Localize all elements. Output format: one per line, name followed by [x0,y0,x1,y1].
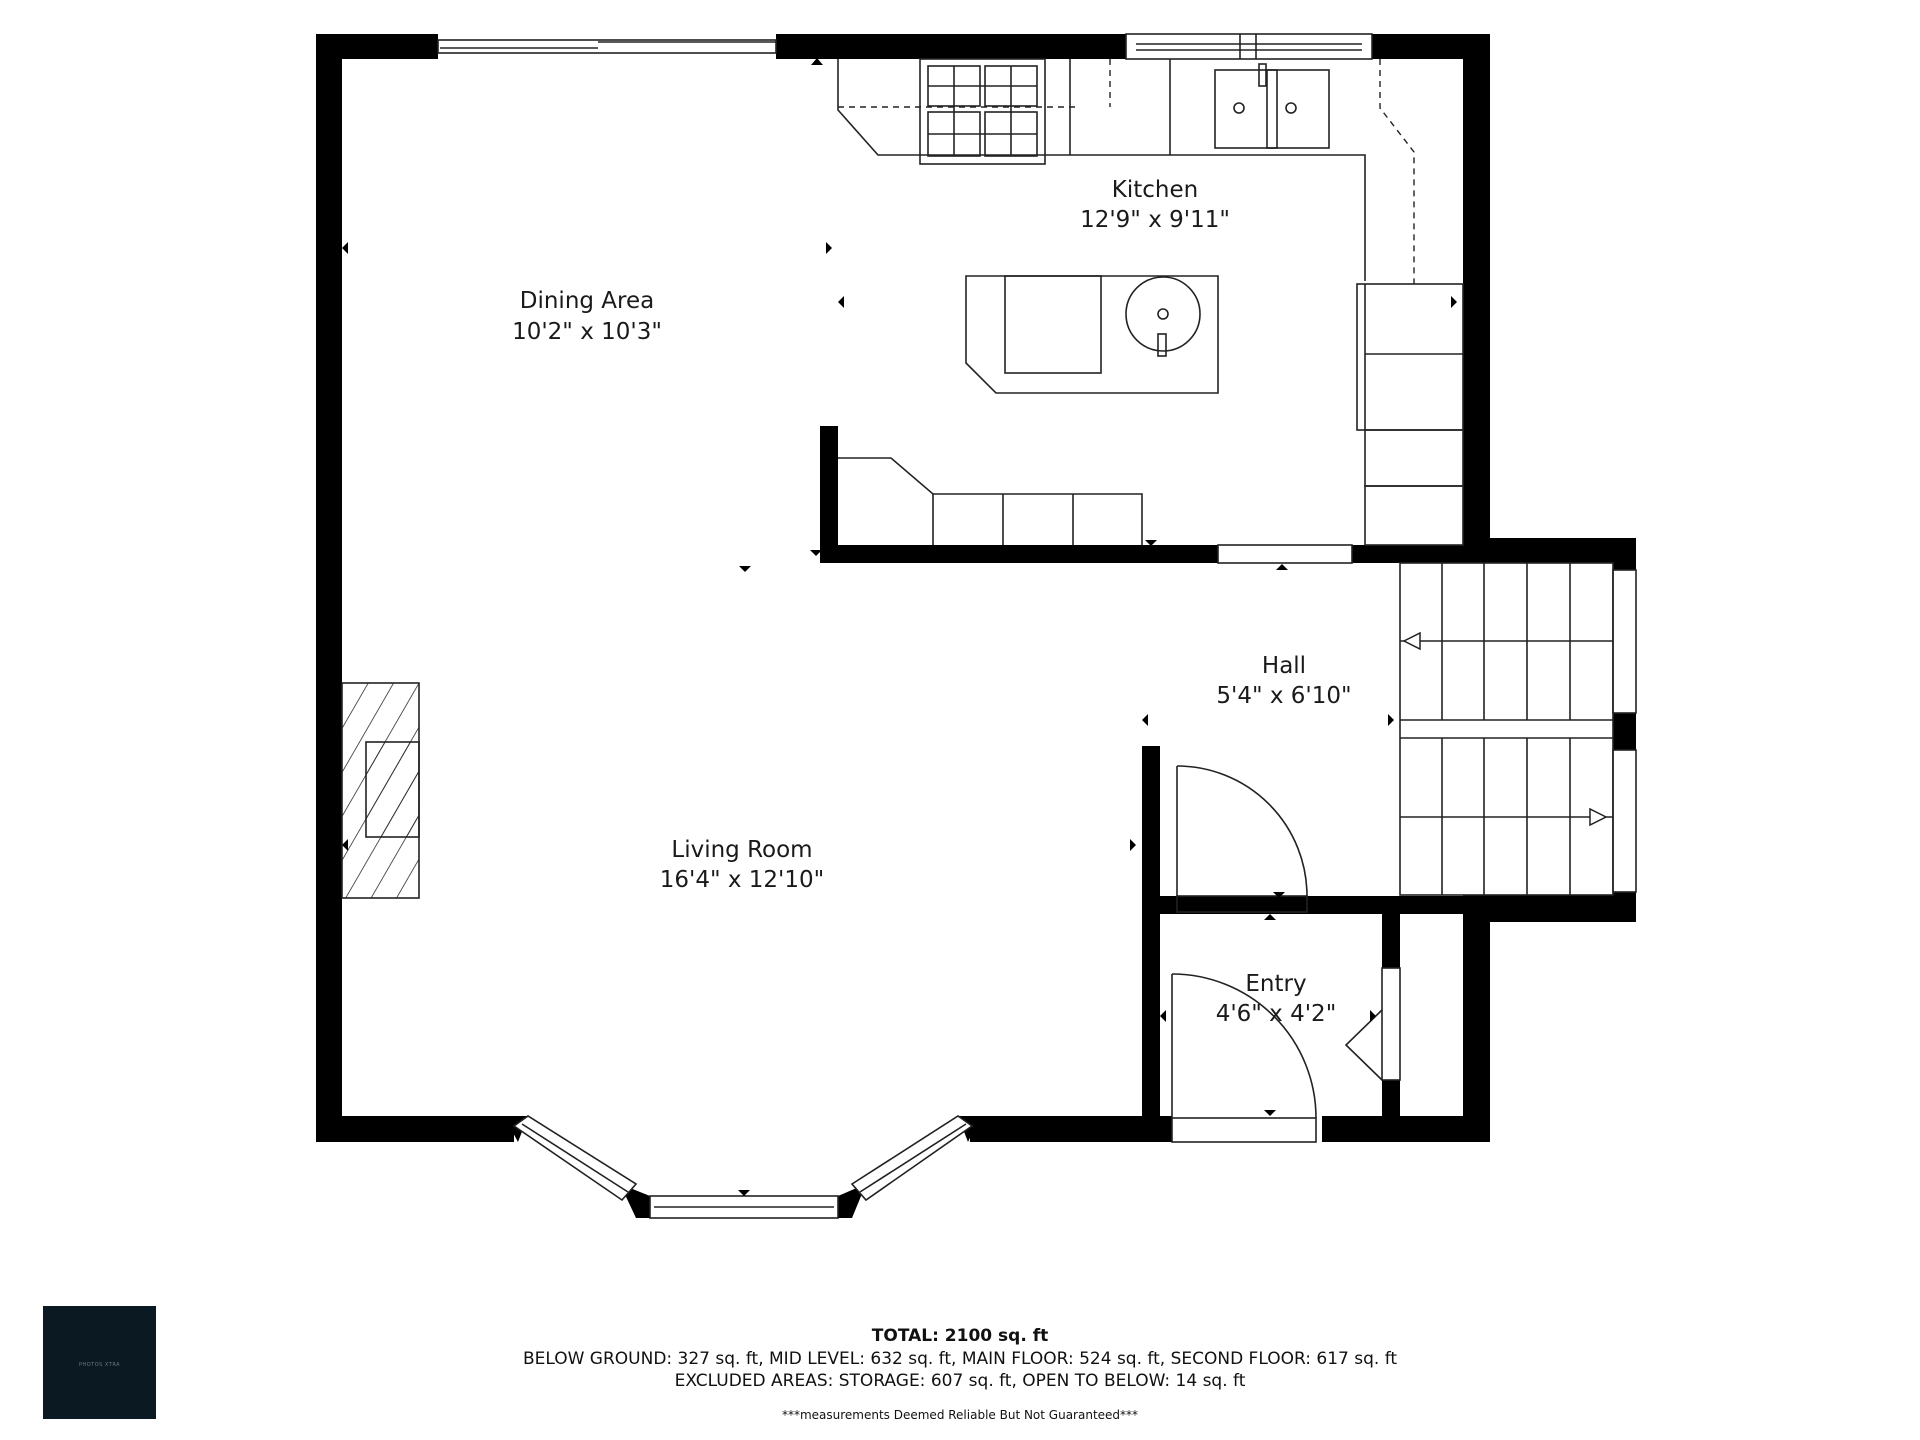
dimension-markers [342,58,1457,1196]
kitchen-size: 12'9" x 9'11" [1080,207,1230,233]
staircase [1399,562,1614,896]
interior-walls [820,426,1632,1142]
dining-label: Dining Area [520,288,655,314]
entry-closet-door [1344,1009,1383,1081]
brand-logo: PHOTOS XTRA [43,1306,156,1419]
closet-door [1176,765,1308,913]
disclaimer: ***measurements Deemed Reliable But Not … [781,1408,1139,1422]
level-areas: BELOW GROUND: 327 sq. ft, MID LEVEL: 632… [522,1349,1398,1369]
exterior-walls [316,34,1636,1218]
entry-size: 4'6" x 4'2" [1216,1001,1337,1027]
hall-size: 5'4" x 6'10" [1216,683,1351,709]
windows [437,33,1637,1219]
brand-logo-text: PHOTOS XTRA [78,1362,121,1368]
fireplace [341,682,420,899]
living-label: Living Room [671,837,812,863]
kitchen-doorway [1217,544,1353,564]
kitchen-counters [837,58,1464,546]
excluded-areas: EXCLUDED AREAS: STORAGE: 607 sq. ft, OPE… [674,1371,1246,1391]
kitchen-label: Kitchen [1112,177,1198,203]
dining-size: 10'2" x 10'3" [512,319,662,345]
hall-label: Hall [1262,653,1306,679]
entry-label: Entry [1245,971,1306,997]
living-size: 16'4" x 12'10" [660,867,824,893]
total-area: TOTAL: 2100 sq. ft [871,1326,1049,1346]
front-door [1171,973,1317,1143]
